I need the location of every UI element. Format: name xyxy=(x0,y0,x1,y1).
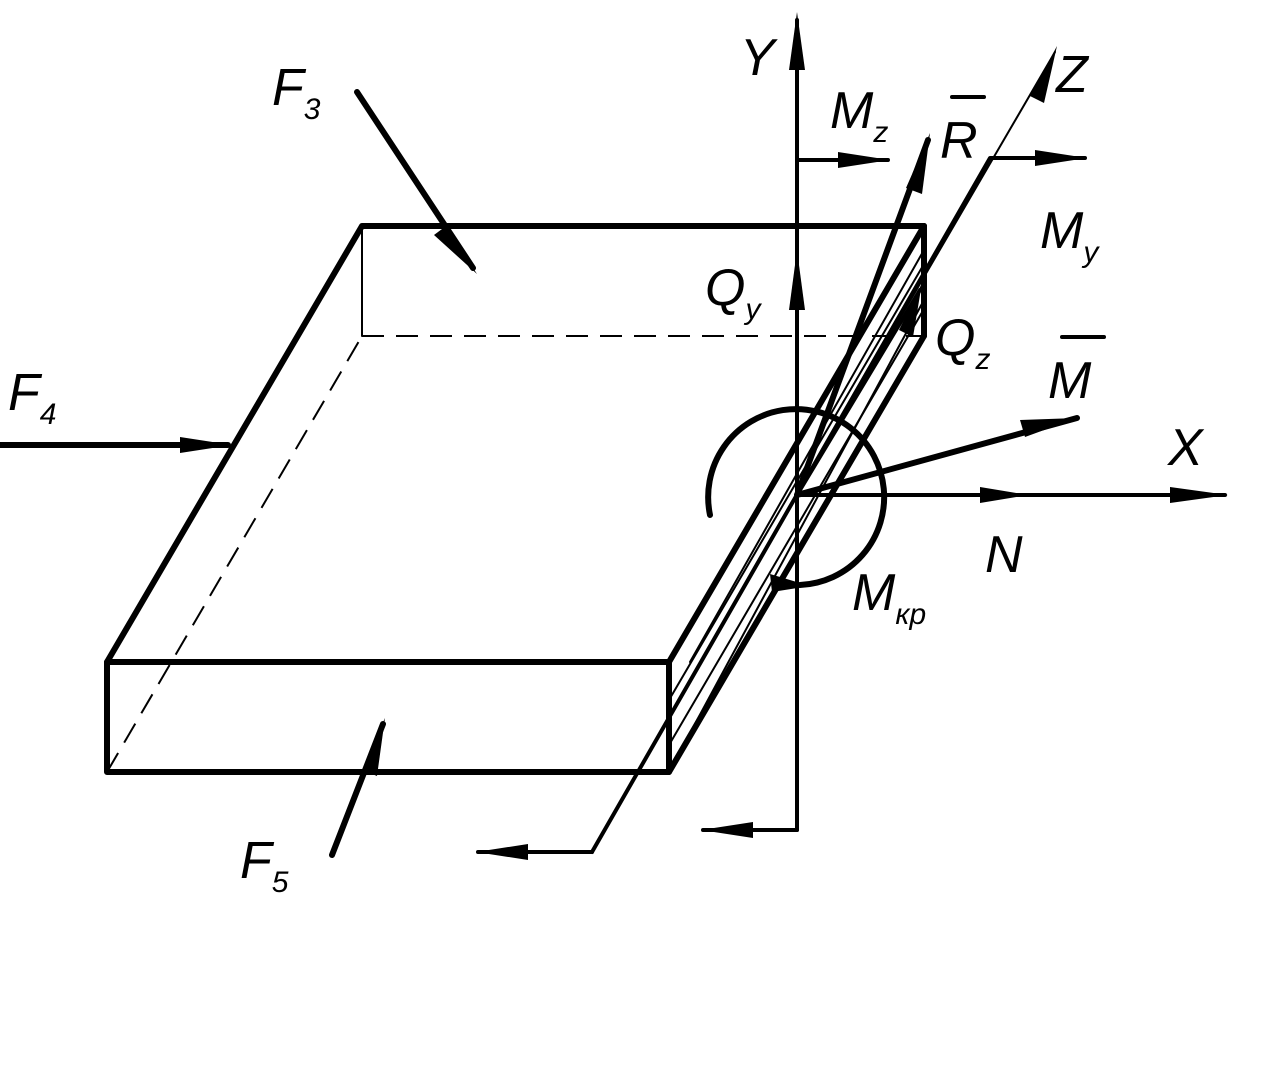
x-axis-arrowhead xyxy=(1170,487,1228,503)
label-f4: F4 xyxy=(8,364,56,431)
r-vector xyxy=(794,137,931,498)
label-x-axis: X xyxy=(1167,419,1205,477)
mkp-arrowhead xyxy=(770,574,810,592)
svg-text:M: M xyxy=(1048,352,1092,410)
f4-vector-arrowhead xyxy=(180,437,232,453)
r-vector-arrowhead xyxy=(906,133,930,194)
label-my: My xyxy=(1040,202,1100,269)
m-vector-arrowhead xyxy=(1020,418,1077,437)
label-mkp: Mкр xyxy=(852,564,926,631)
label-mz: Mz xyxy=(830,82,888,149)
mz-vector-arrowhead xyxy=(838,152,890,168)
z-axis-arrowhead xyxy=(1030,46,1057,103)
label-qz: Qz xyxy=(935,309,990,376)
qz-vector-arrowhead xyxy=(899,283,922,337)
label-z-axis: Z xyxy=(1054,46,1090,104)
label-qy: Qy xyxy=(705,259,762,326)
n-vector-arrowhead xyxy=(980,487,1028,503)
label-f5: F5 xyxy=(240,832,289,899)
labels: F3 F4 F5 Y Z X Mz R My Qy Qz M N Mкр xyxy=(8,29,1205,899)
qy-vector-arrowhead xyxy=(789,250,805,310)
svg-text:R: R xyxy=(940,112,978,170)
my-lower-arrowhead xyxy=(476,844,528,860)
my-vector xyxy=(590,156,1087,854)
f5-vector-arrowhead xyxy=(362,718,385,776)
label-f3: F3 xyxy=(272,59,321,126)
label-r: R xyxy=(940,95,986,170)
y-axis-arrowhead xyxy=(789,12,805,70)
force-vectors xyxy=(476,133,1087,860)
label-n: N xyxy=(985,526,1023,584)
f3-vector-arrowhead xyxy=(434,226,477,274)
label-m: M xyxy=(1048,335,1106,410)
label-y-axis: Y xyxy=(740,29,778,87)
plate-hidden-edge-left-bottom xyxy=(106,335,363,773)
mkp-circle xyxy=(705,406,888,588)
plate-front-face xyxy=(104,659,672,775)
external-forces xyxy=(0,89,477,858)
mz-lower-arrowhead xyxy=(701,822,753,838)
my-vector-arrowhead xyxy=(1035,150,1087,166)
